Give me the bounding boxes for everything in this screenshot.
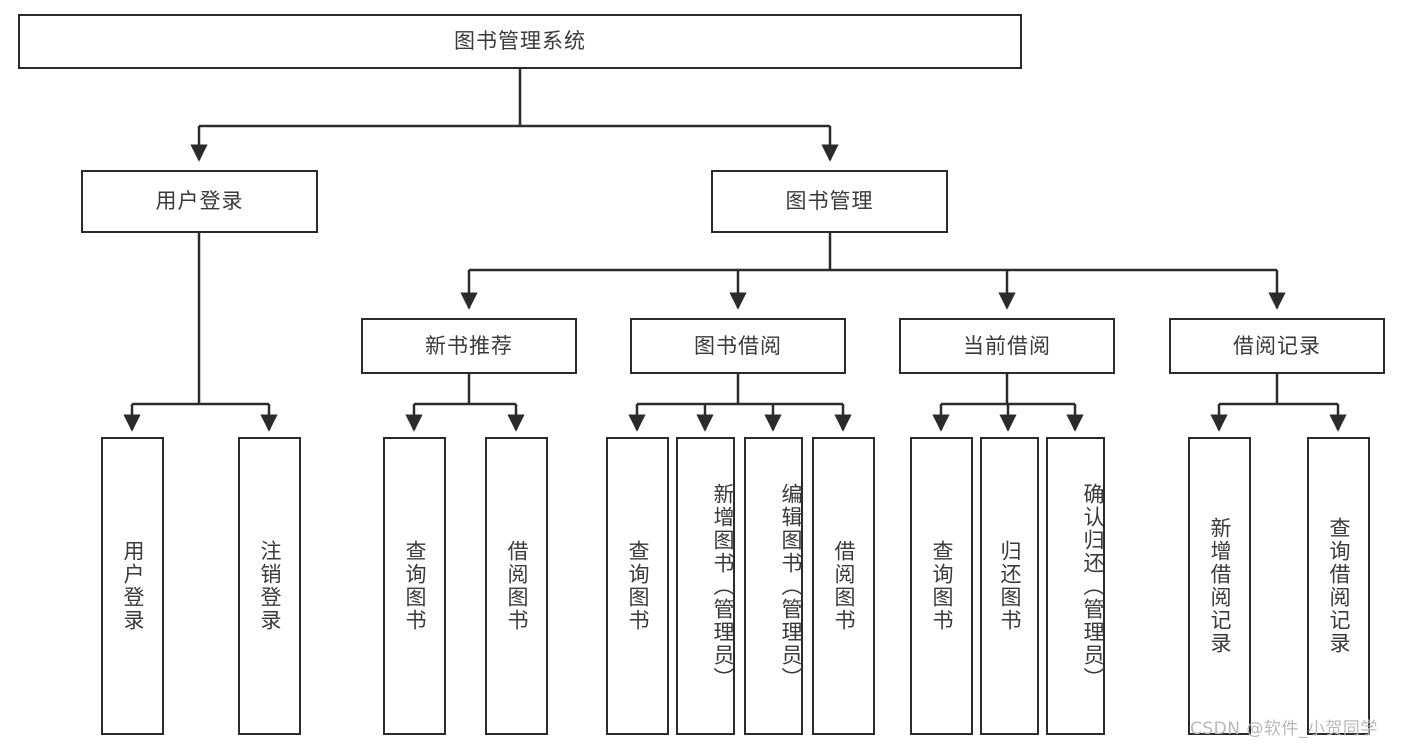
leaf-user-login-label: 用户登录 [121,540,145,632]
node-book-manage[interactable]: 图书管理 [711,170,948,233]
leaf-logout[interactable]: 注销登录 [238,437,301,735]
leaf-query-book-recommend[interactable]: 查询图书 [383,437,446,735]
leaf-query-book-borrow-label: 查询图书 [626,540,650,632]
leaf-borrow-book-borrow[interactable]: 借阅图书 [812,437,875,735]
watermark-text: CSDN @软件_小贺同学 [1190,719,1378,739]
leaf-borrow-book-borrow-label: 借阅图书 [832,540,856,632]
node-new-book-recommend[interactable]: 新书推荐 [361,318,577,374]
node-borrow-records-label: 借阅记录 [1233,333,1321,358]
leaf-user-login[interactable]: 用户登录 [101,437,164,735]
leaf-add-book-label: 新增图书（管理员） [711,482,735,690]
leaf-add-borrow-record[interactable]: 新增借阅记录 [1188,437,1251,735]
node-user-login[interactable]: 用户登录 [81,170,318,233]
leaf-add-borrow-record-label: 新增借阅记录 [1208,517,1232,655]
node-new-book-recommend-label: 新书推荐 [425,333,513,358]
leaf-return-book-label: 归还图书 [998,540,1022,632]
leaf-add-book[interactable]: 新增图书（管理员） [676,437,735,735]
node-root-label: 图书管理系统 [454,29,586,53]
leaf-edit-book[interactable]: 编辑图书（管理员） [744,437,803,735]
leaf-borrow-book-recommend[interactable]: 借阅图书 [485,437,548,735]
leaf-borrow-book-recommend-label: 借阅图书 [505,540,529,632]
node-current-borrow-label: 当前借阅 [963,333,1051,358]
leaf-query-borrow-record-label: 查询借阅记录 [1327,517,1351,655]
leaf-confirm-return[interactable]: 确认归还（管理员） [1046,437,1105,735]
leaf-query-book-recommend-label: 查询图书 [403,540,427,632]
leaf-logout-label: 注销登录 [258,540,282,632]
leaf-confirm-return-label: 确认归还（管理员） [1081,482,1105,690]
node-current-borrow[interactable]: 当前借阅 [899,318,1115,374]
leaf-query-borrow-record[interactable]: 查询借阅记录 [1307,437,1370,735]
node-book-borrow[interactable]: 图书借阅 [630,318,846,374]
leaf-return-book[interactable]: 归还图书 [980,437,1039,735]
node-user-login-label: 用户登录 [155,189,244,213]
node-borrow-records[interactable]: 借阅记录 [1169,318,1385,374]
leaf-query-book-current-label: 查询图书 [930,540,954,632]
leaf-edit-book-label: 编辑图书（管理员） [779,482,803,690]
node-book-borrow-label: 图书借阅 [694,333,782,358]
leaf-query-book-borrow[interactable]: 查询图书 [606,437,669,735]
node-root[interactable]: 图书管理系统 [18,14,1022,69]
node-book-manage-label: 图书管理 [785,189,874,213]
leaf-query-book-current[interactable]: 查询图书 [910,437,973,735]
